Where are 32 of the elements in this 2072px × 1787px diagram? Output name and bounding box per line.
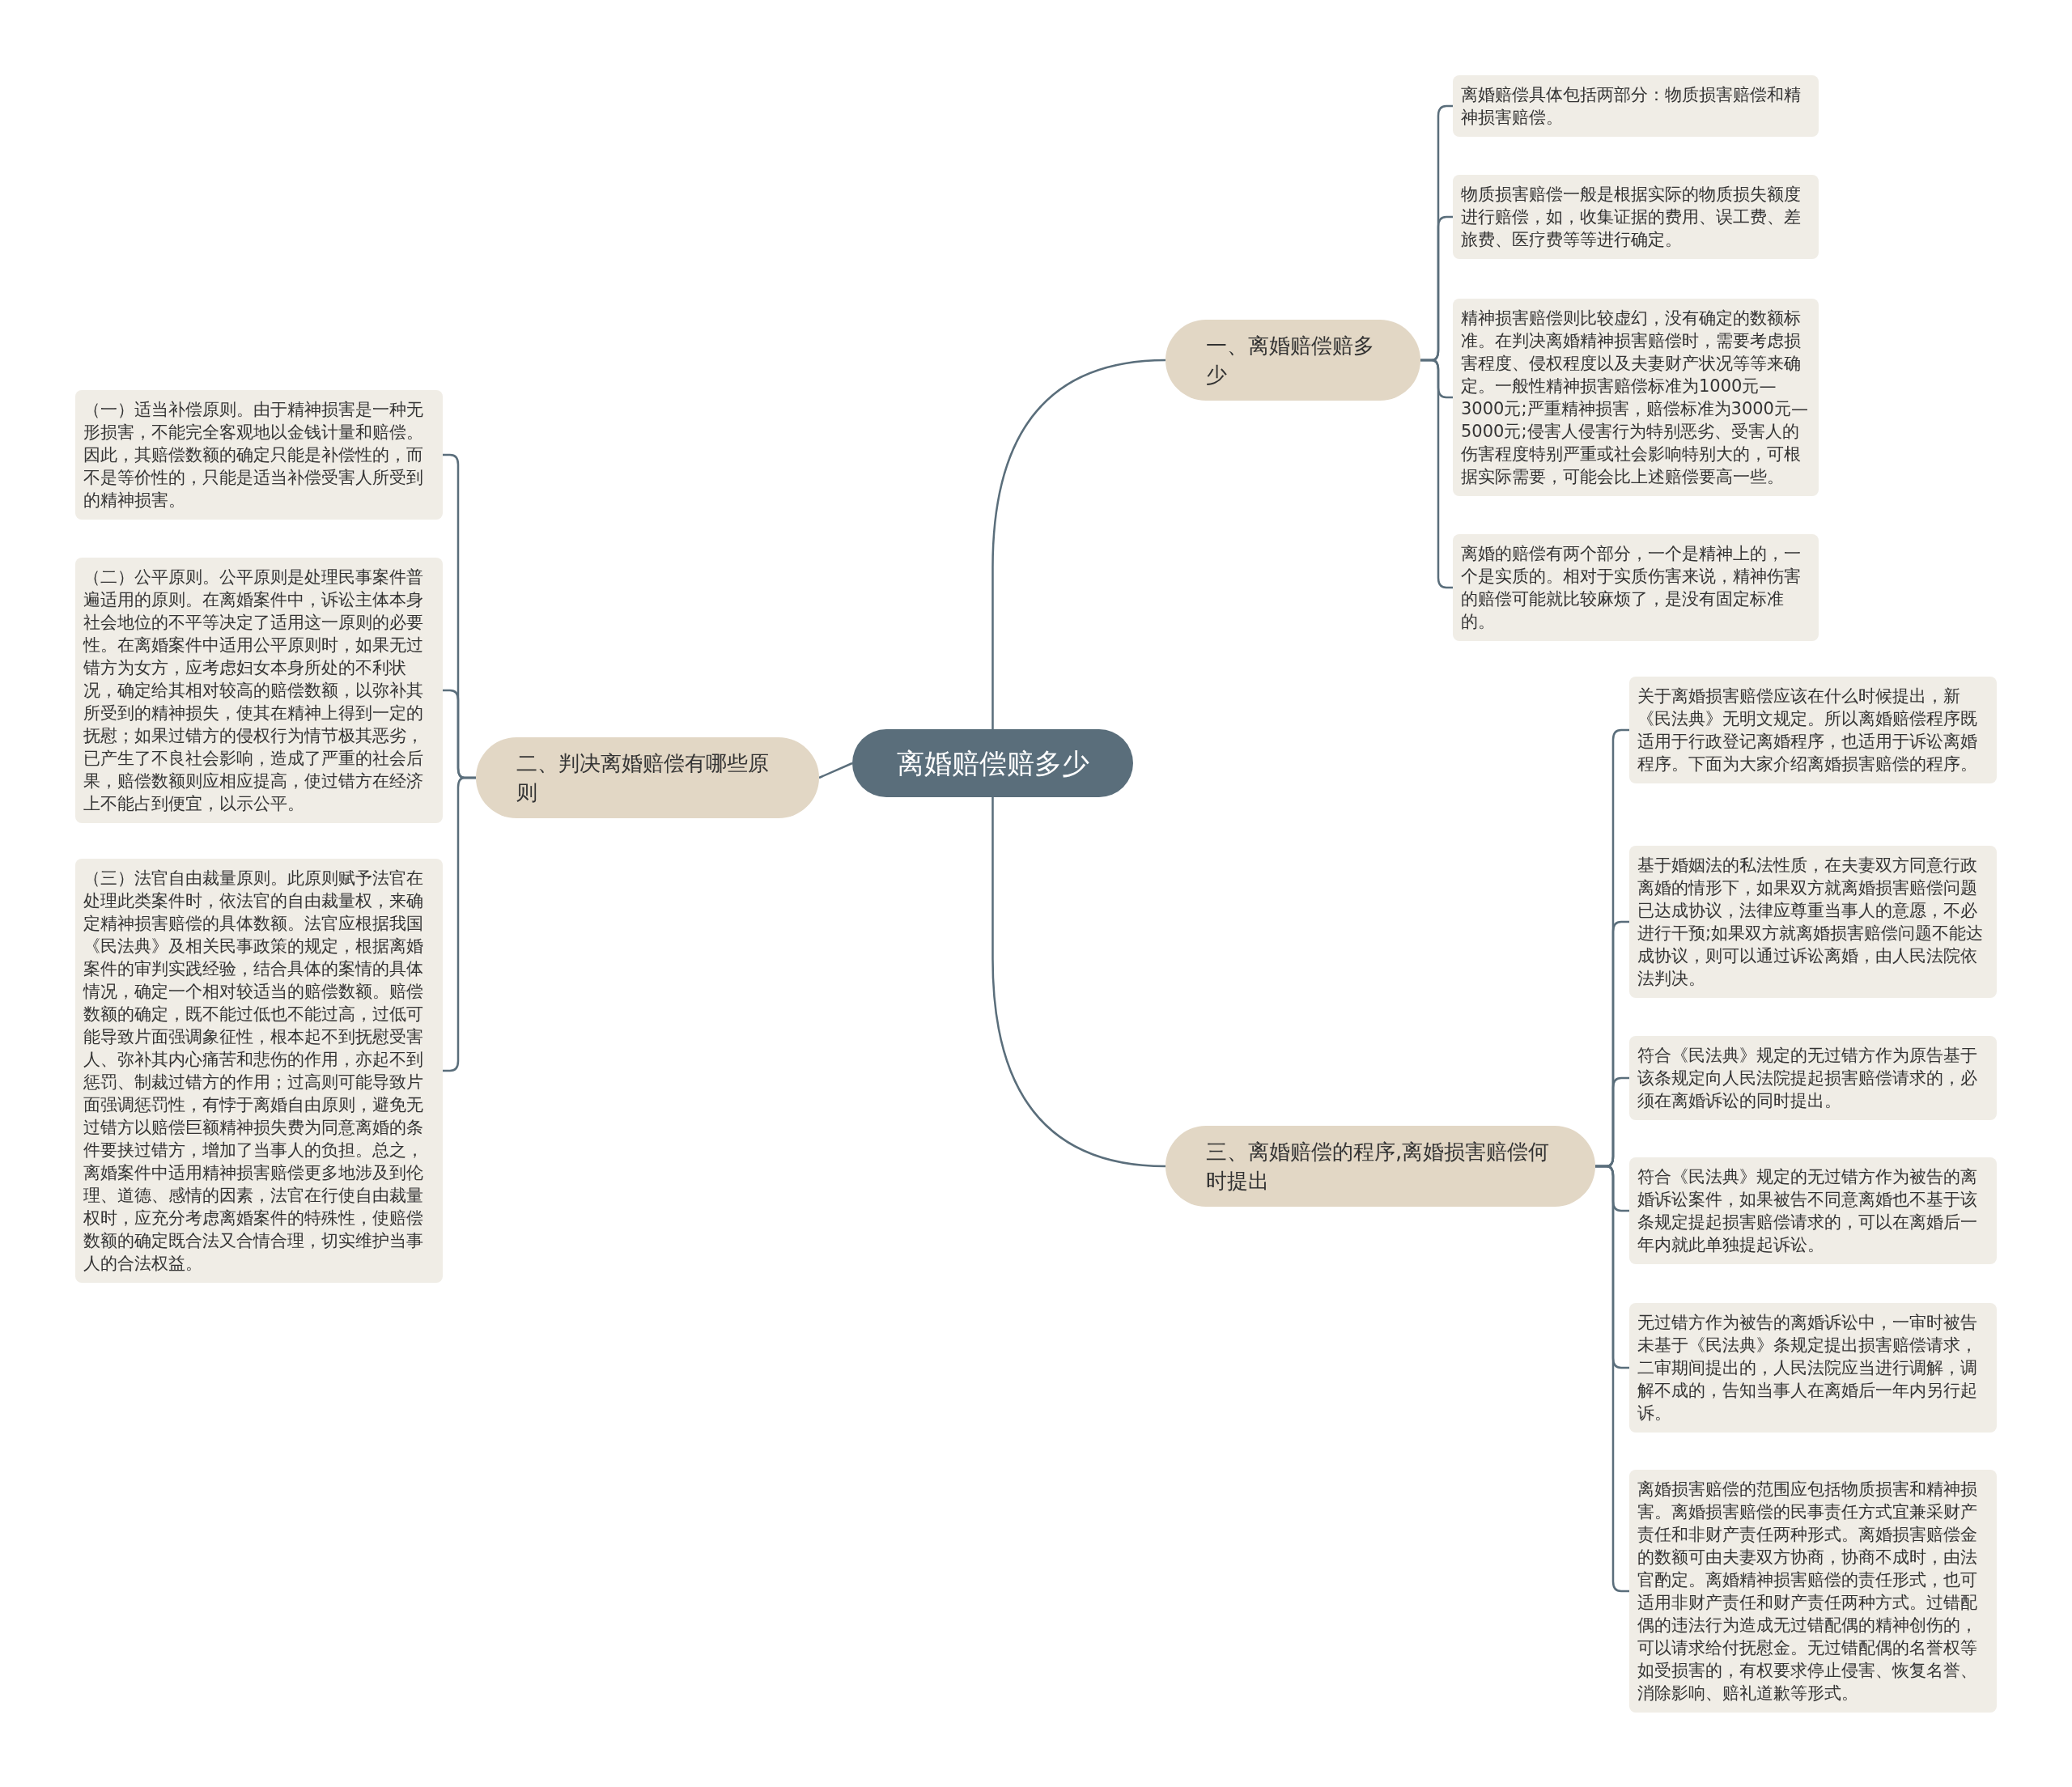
node-text: 精神损害赔偿则比较虚幻，没有确定的数额标准。在判决离婚精神损害赔偿时，需要考虑损害程度、侵权程度以及夫妻财产状况等等来确定。一般性精神损害赔偿标准为1000元—3000元;严重精神损害，赔偿标准为3000元—5000元;侵害人侵害行为特别恶劣、受害人的伤害程度特别严重或社会影响特别大的，可根据实际需要，可能会比上述赔偿要高一些。 [1461,308,1809,488]
node-text: 离婚损害赔偿的范围应包括物质损害和精神损害。离婚损害赔偿的民事责任方式宜兼采财产责任和非财产责任两种形式。离婚损害赔偿金的数额可由夫妻双方协商，协商不成时，由法官酌定。离婚精神损害赔偿的责任形式，也可适用非财产责任和财产责任两种方式。过错配偶的违法行为造成无过错配偶的精神创伤的，可以请求给付抚慰金。无过错配偶的名誉权等如受损害的，有权要求停止侵害、恢复名誉、消除影响、赔礼道歉等形式。 [1637,1479,1978,1704]
text-card [1629,846,1997,998]
connector-line [443,776,476,1072]
node-text: 二、判决离婚赔偿有哪些原则 [516,750,770,806]
text-card [1453,75,1819,137]
connector-line [818,762,853,779]
node-text: （一）适当补偿原则。由于精神损害是一种无形损害，不能完全客观地以金钱计量和赔偿。因此，其赔偿数额的确定只能是补偿性的，而不是等价性的，只能是适当补偿受害人所受到的精神损害。 [83,399,424,511]
node-text: 无过错方作为被告的离婚诉讼中，一审时被告未基于《民法典》条规定提出损害赔偿请求，二审期间提出的，人民法院应当进行调解，调解不成的，告知当事人在离婚后一年内另行起诉。 [1637,1312,1978,1424]
text-card [1629,1157,1997,1264]
node-text: 离婚赔偿赔多少 [895,746,1090,781]
text-card [1453,534,1819,641]
connector-line [1595,1165,1629,1593]
text-card [1629,677,1997,783]
connector-line [991,797,1166,1168]
node-text: 基于婚姻法的私法性质，在夫妻双方同意行政离婚的情形下，如果双方就离婚损害赔偿问题已达成协议，法律应尊重当事人的意愿，不必进行干预;如果双方就离婚损害赔偿问题不能达成协议，则可以通过诉讼离婚，由人民法院依法判决。 [1637,855,1985,990]
node-text: （三）法官自由裁量原则。此原则赋予法官在处理此类案件时，依法官的自由裁量权，来确定精神损害赔偿的具体数额。法官应根据我国《民法典》及相关民事政策的规定，根据离婚案件的审判实践经验，结合具体的案情的具体情况，确定一个相对较适当的赔偿数额。赔偿数额的确定，既不能过低也不能过高，过低可能导致片面强调象征性，根本起不到抚慰受害人、弥补其内心痛苦和悲伤的作用，亦起不到惩罚、制裁过错方的作用；过高则可能导致片面强调惩罚性，有悖于离婚自由原则，避免无过错方以赔偿巨额精神损失费为同意离婚的条件要挟过错方，增加了当事人的负担。总之，离婚案件中适用精神损害赔偿更多地涉及到伦理、道德、感情的因素，法官在行使自由裁量权时，应充分考虑离婚案件的特殊性，使赔偿数额的确定既合法又合情合理，切实维护当事人的合法权益。 [83,868,424,1275]
node-text: 离婚的赔偿有两个部分，一个是精神上的，一个是实质的。相对于实质伤害来说，精神伤害的赔偿可能就比较麻烦了，是没有固定标准的。 [1461,543,1802,633]
connector-line [991,359,1166,729]
text-card [1629,1036,1997,1120]
node-text: （二）公平原则。公平原则是处理民事案件普遍适用的原则。在离婚案件中，诉讼主体本身社会地位的不平等决定了适用这一原则的必要性。在离婚案件中适用公平原则时，如果无过错方为女方，应考虑妇女本身所处的不利状况，确定给其相对较高的赔偿数额，以弥补其所受到的精神损失，使其在精神上得到一定的抚慰；如果过错方的侵权行为情节极其恶劣，已产生了不良社会影响，造成了严重的社会后果，赔偿数额则应相应提高，使过错方在经济上不能占到便宜，以示公平。 [83,567,424,815]
node-text: 符合《民法典》规定的无过错方作为原告基于该条规定向人民法院提起损害赔偿请求的，必须在离婚诉讼的同时提出。 [1637,1045,1978,1112]
text-card [1629,1303,1997,1433]
connector-line [1420,359,1453,589]
node-text: 关于离婚损害赔偿应该在什么时候提出，新《民法典》无明文规定。所以离婚赔偿程序既适用于行政登记离婚程序，也适用于诉讼离婚程序。下面为大家介绍离婚损害赔偿的程序。 [1637,686,1978,775]
text-card [75,390,443,520]
node-text: 一、离婚赔偿赔多少 [1206,333,1375,388]
node-text: 离婚赔偿具体包括两部分：物质损害赔偿和精神损害赔偿。 [1461,84,1802,129]
node-text: 符合《民法典》规定的无过错方作为被告的离婚诉讼案件，如果被告不同意离婚也不基于该条规定提起损害赔偿请求的，可以在离婚后一年内就此单独提起诉讼。 [1637,1166,1978,1256]
node-text: 三、离婚赔偿的程序,离婚损害赔偿何时提出 [1206,1139,1551,1195]
node-text: 物质损害赔偿一般是根据实际的物质损失额度进行赔偿，如，收集证据的费用、误工费、差旅费、医疗费等等进行确定。 [1461,184,1802,251]
text-card [1453,175,1819,259]
